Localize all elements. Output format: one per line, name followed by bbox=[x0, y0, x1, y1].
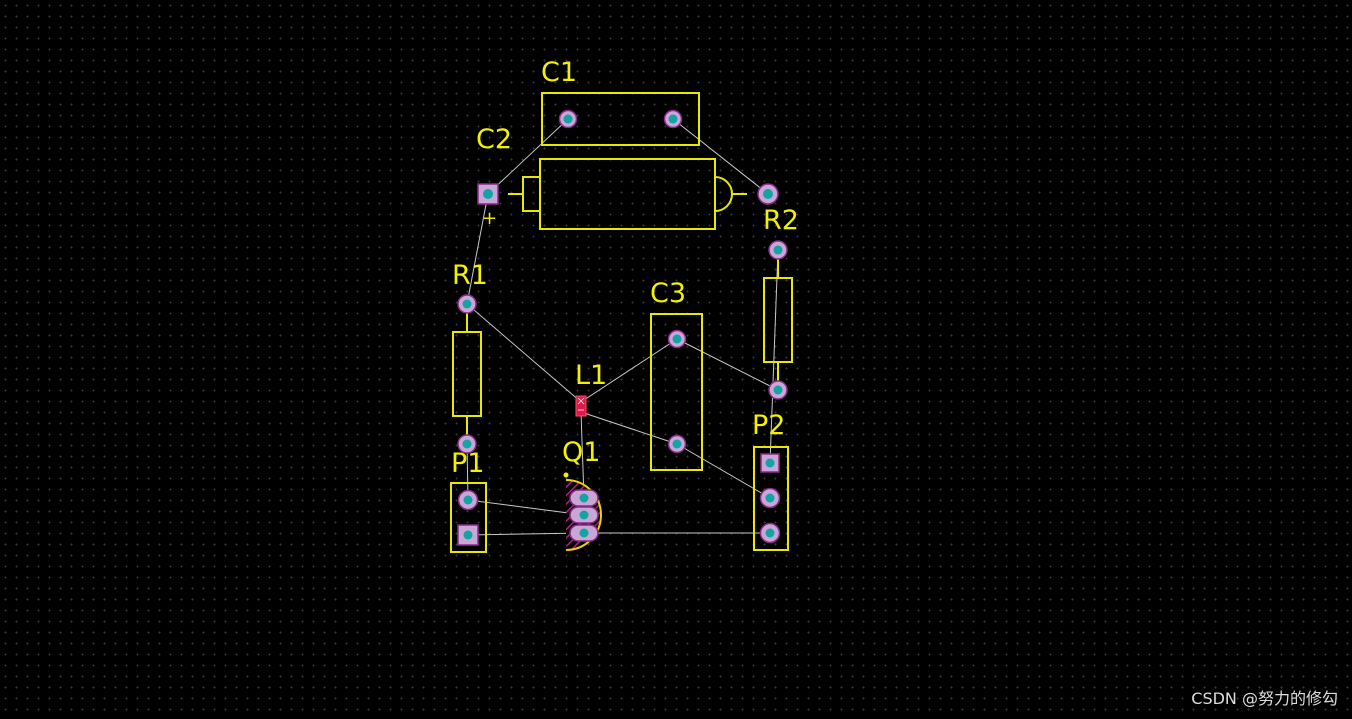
component-c3[interactable]: C3 bbox=[650, 278, 703, 471]
ratsnest-lines bbox=[466, 118, 779, 536]
q1-label: Q1 bbox=[562, 437, 600, 468]
component-q1[interactable]: Q1 bbox=[548, 437, 620, 551]
r1-drill-2 bbox=[462, 439, 472, 449]
component-r1[interactable]: R1 bbox=[452, 260, 488, 454]
component-l1[interactable]: L1 bbox=[575, 360, 607, 417]
c1-outline bbox=[541, 92, 700, 146]
c2-end-round bbox=[714, 176, 733, 212]
c2-drill-2 bbox=[763, 189, 773, 199]
p2-drill-2 bbox=[765, 493, 775, 503]
p2-drill-1 bbox=[765, 458, 775, 468]
watermark: CSDN @努力的修勾 bbox=[1191, 689, 1338, 708]
l1-label: L1 bbox=[575, 360, 607, 391]
c3-label: C3 bbox=[650, 278, 686, 309]
c2-end-cap bbox=[522, 176, 541, 212]
component-c2[interactable]: C2 + bbox=[476, 124, 779, 230]
component-p2[interactable]: P2 bbox=[752, 410, 789, 551]
c2-body bbox=[539, 158, 716, 230]
component-p1[interactable]: P1 bbox=[450, 448, 487, 553]
p1-drill-2 bbox=[463, 530, 473, 540]
q1-pin1-dot bbox=[563, 472, 569, 478]
c1-label: C1 bbox=[541, 57, 577, 88]
p1-label: P1 bbox=[451, 448, 484, 479]
component-r2[interactable]: R2 bbox=[763, 205, 799, 400]
r1-drill-1 bbox=[462, 299, 472, 309]
r2-drill-1 bbox=[773, 245, 783, 255]
p2-outline bbox=[753, 446, 789, 551]
r2-drill-2 bbox=[773, 385, 783, 395]
c1-drill-1 bbox=[563, 114, 573, 124]
component-c1[interactable]: C1 bbox=[541, 57, 700, 146]
c3-drill-2 bbox=[672, 439, 682, 449]
c2-drill-1 bbox=[483, 189, 493, 199]
c2-polarity-mark: + bbox=[482, 208, 497, 229]
c3-drill-1 bbox=[672, 334, 682, 344]
q1-outline bbox=[565, 479, 602, 551]
c1-drill-2 bbox=[668, 114, 678, 124]
r2-label: R2 bbox=[763, 205, 799, 236]
l1-marker bbox=[575, 395, 587, 417]
r2-body bbox=[763, 277, 793, 363]
p1-outline bbox=[450, 482, 487, 553]
p2-drill-3 bbox=[765, 528, 775, 538]
c3-outline bbox=[650, 313, 703, 471]
r1-label: R1 bbox=[452, 260, 488, 291]
p2-label: P2 bbox=[752, 410, 785, 441]
r1-body bbox=[452, 331, 482, 417]
c2-label: C2 bbox=[476, 124, 512, 155]
p1-drill-1 bbox=[463, 495, 473, 505]
